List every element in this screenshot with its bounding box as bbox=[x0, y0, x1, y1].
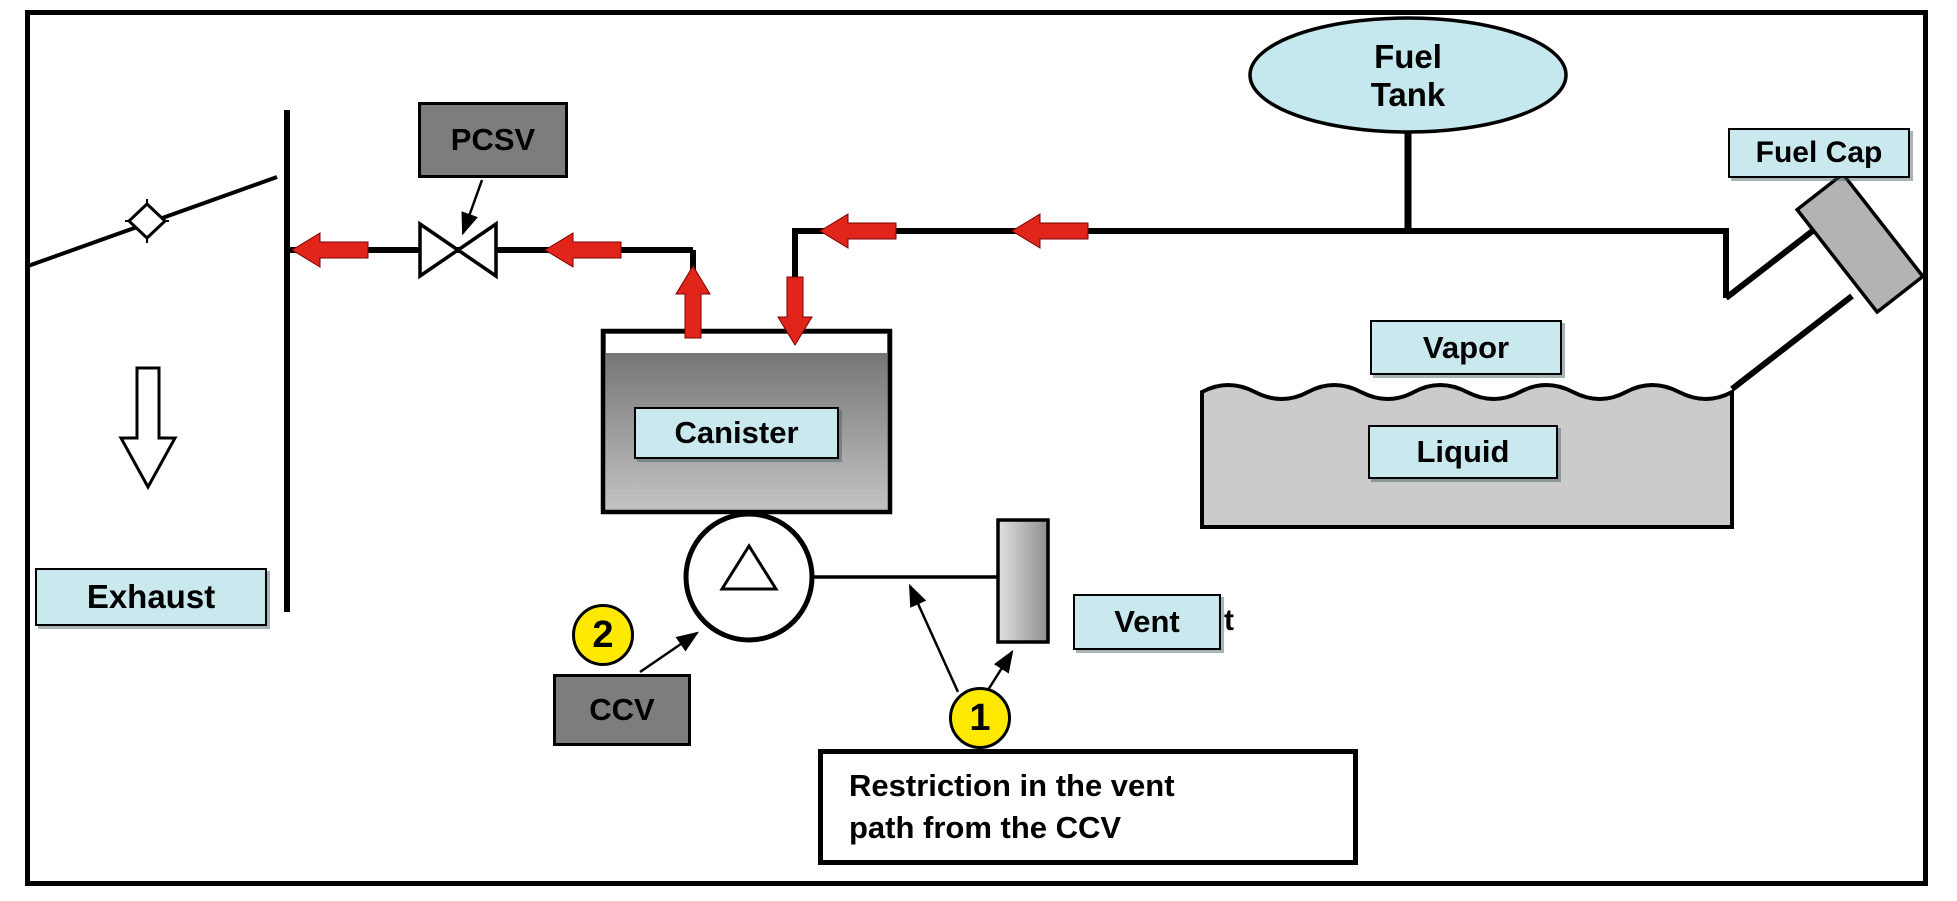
ccv-box: CCV bbox=[553, 674, 691, 746]
pcsv-valve-icon bbox=[418, 220, 498, 280]
pcsv-pointer-arrow bbox=[461, 179, 484, 236]
filler-neck-lines bbox=[1724, 216, 1854, 392]
throttle-plate-icon bbox=[27, 175, 278, 268]
vent-label: Vent bbox=[1073, 594, 1221, 650]
vapor-pipe bbox=[792, 228, 1729, 331]
flow-arrow-down bbox=[777, 276, 813, 346]
fuel-tank-ellipse bbox=[1248, 16, 1568, 134]
liquid-label: Liquid bbox=[1368, 425, 1558, 479]
flow-arrow-up bbox=[675, 265, 711, 339]
fuel-cap-icon bbox=[1794, 171, 1926, 315]
marker-1-badge: 1 bbox=[949, 687, 1011, 749]
fuel-tank-label: Fuel Tank bbox=[1370, 38, 1446, 113]
ccv-valve-icon bbox=[683, 511, 815, 643]
restriction-note: Restriction in the vent path from the CC… bbox=[818, 749, 1358, 865]
flow-arrow-left-3 bbox=[819, 213, 897, 249]
diagram-frame bbox=[25, 10, 1928, 886]
vent-component bbox=[996, 518, 1050, 644]
exhaust-label: Exhaust bbox=[35, 568, 267, 626]
ccv-pointer-arrow bbox=[639, 631, 700, 674]
stray-text: t bbox=[1224, 604, 1234, 637]
flow-arrow-left-2 bbox=[544, 232, 622, 268]
exhaust-down-arrow-icon bbox=[118, 366, 178, 491]
marker-2-badge: 2 bbox=[572, 604, 634, 666]
vapor-label: Vapor bbox=[1370, 320, 1562, 375]
flow-arrow-left-1 bbox=[291, 232, 369, 268]
pcsv-box: PCSV bbox=[418, 102, 568, 178]
flow-arrows bbox=[291, 213, 1089, 346]
marker1-pointer-arrows bbox=[908, 583, 1014, 693]
ccv-triangle-icon bbox=[719, 543, 779, 591]
canister-label: Canister bbox=[634, 407, 839, 459]
fuel-cap-label: Fuel Cap bbox=[1728, 128, 1910, 178]
flow-arrow-left-4 bbox=[1011, 213, 1089, 249]
